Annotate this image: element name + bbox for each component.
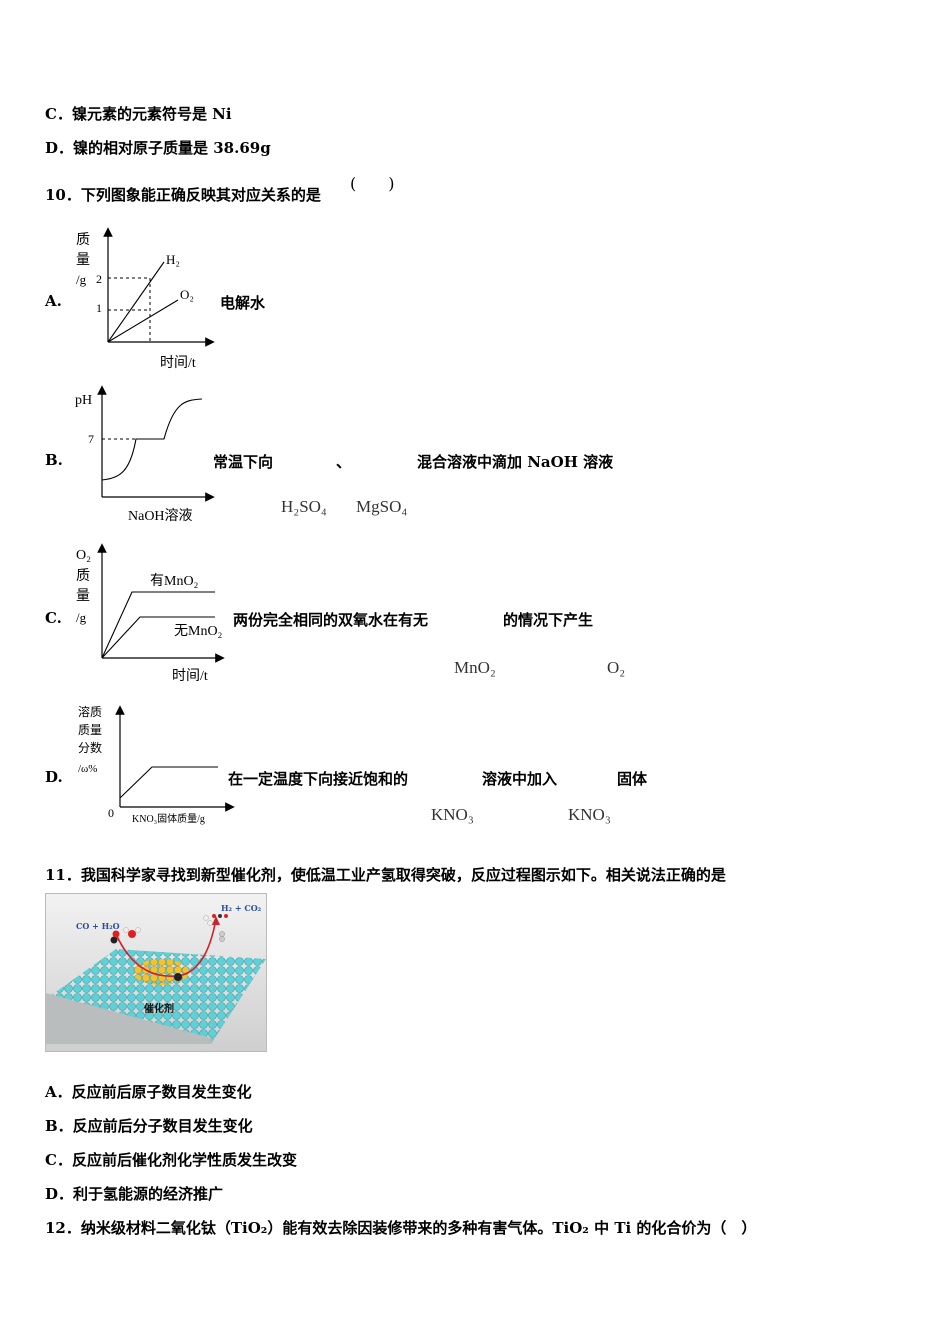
chart-ph-naoh: pH 7 NaOH溶液: [75, 385, 215, 524]
q10-b-desc-1: 常温下向: [213, 453, 274, 471]
q12-stem: 12．纳米级材料二氧化钛（TiO₂）能有效去除因装修带来的多种有害气体。TiO₂…: [45, 1219, 757, 1237]
q10-d-desc-2: 溶液中加入: [482, 770, 558, 788]
catalyst-label: 催化剂: [144, 1002, 174, 1015]
series-h2-label: H₂: [166, 252, 180, 267]
ylabel-char: 量: [76, 588, 90, 604]
ylabel-char: 质: [76, 232, 90, 248]
series-o2-label: O₂: [180, 287, 194, 302]
q10-d-desc-3: 固体: [617, 770, 648, 788]
chart-o2-mass: O₂ 质 量 /g 有MnO₂ 无MnO₂ 时间/t: [76, 543, 225, 684]
formula-mno2: MnO₂: [454, 658, 496, 677]
ylabel-char: 量: [76, 252, 90, 268]
series-o2-line: [107, 299, 179, 343]
q11-option-a: A．反应前后原子数目发生变化: [45, 1083, 252, 1101]
x-axis-label: 时间/t: [160, 355, 196, 371]
formula-o2: O₂: [607, 658, 626, 677]
q11-option-b: B．反应前后分子数目发生变化: [45, 1117, 253, 1135]
ph-curve: [101, 398, 203, 481]
q9-option-d: D．镍的相对原子质量是 38.69g: [45, 139, 271, 157]
q10-c-desc-2: 的情况下产生: [503, 611, 594, 629]
ytick-7: 7: [88, 432, 94, 446]
q10-b-desc-3: 混合溶液中滴加 NaOH 溶液: [417, 453, 614, 471]
q9-option-c: C．镍元素的元素符号是 Ni: [45, 105, 232, 123]
x-axis-label: NaOH溶液: [128, 508, 193, 524]
fraction-curve: [119, 766, 218, 799]
x-axis-label: KNO₃固体质量/g: [132, 813, 205, 825]
series-with-mno2: [101, 591, 215, 659]
q10-d-desc-1: 在一定温度下向接近饱和的: [228, 770, 409, 788]
formula-mgso4: MgSO₄: [356, 497, 408, 516]
formula-kno3: KNO₃: [568, 805, 611, 824]
ylabel-char: 分数: [78, 740, 102, 755]
ytick-1: 1: [96, 301, 102, 315]
catalyst-illustration: CO + H₂O H₂ + CO₂ 催化剂: [46, 903, 266, 1044]
ytick-2: 2: [96, 272, 102, 286]
series-with-label: 有MnO₂: [150, 573, 199, 589]
ylabel-char: /g: [76, 272, 87, 287]
y-axis-label: pH: [75, 393, 92, 408]
products-label: H₂ + CO₂: [221, 903, 262, 913]
ylabel-char: 质量: [78, 723, 102, 737]
chart-kno3-fraction: 溶质 质量 分数 /ω% 0 KNO₃固体质量/g: [78, 704, 235, 825]
q10-c-letter: C.: [45, 609, 62, 627]
chart-electrolysis: 质 量 /g 2 1 H₂ O₂ 时间/t: [76, 227, 215, 371]
x-axis-label: 时间/t: [172, 668, 208, 684]
q10-b-desc-2: 、: [336, 453, 352, 471]
series-h2-line: [107, 261, 165, 343]
catalyst-reaction-image: CO + H₂O H₂ + CO₂ 催化剂: [45, 893, 267, 1052]
series-without-label: 无MnO₂: [174, 624, 223, 639]
ylabel-char: O₂: [76, 548, 91, 563]
q10-answer-blank: ( ): [350, 174, 395, 193]
ylabel-char: 质: [76, 568, 90, 584]
ylabel-char: /ω%: [78, 763, 97, 775]
q11-stem: 11．我国科学家寻找到新型催化剂，使低温工业产氢取得突破，反应过程图示如下。相关…: [45, 866, 726, 884]
q10-c-desc-1: 两份完全相同的双氧水在有无: [233, 611, 429, 629]
origin-label: 0: [108, 806, 114, 820]
formula-h2so4: H₂SO₄: [281, 497, 327, 516]
q11-option-d: D．利于氢能源的经济推广: [45, 1185, 224, 1203]
q10-a-letter: A.: [45, 292, 62, 310]
formula-kno3: KNO₃: [431, 805, 474, 824]
q11-option-c: C．反应前后催化剂化学性质发生改变: [45, 1151, 297, 1169]
ylabel-char: 溶质: [78, 704, 102, 719]
series-without-mno2: [101, 616, 215, 659]
ylabel-char: /g: [76, 610, 87, 625]
q10-a-desc: 电解水: [220, 294, 266, 312]
reactants-label: CO + H₂O: [76, 921, 120, 931]
q10-d-letter: D.: [45, 768, 63, 786]
q10-stem: 10．下列图象能正确反映其对应关系的是: [45, 186, 321, 204]
q10-b-letter: B.: [45, 451, 63, 469]
